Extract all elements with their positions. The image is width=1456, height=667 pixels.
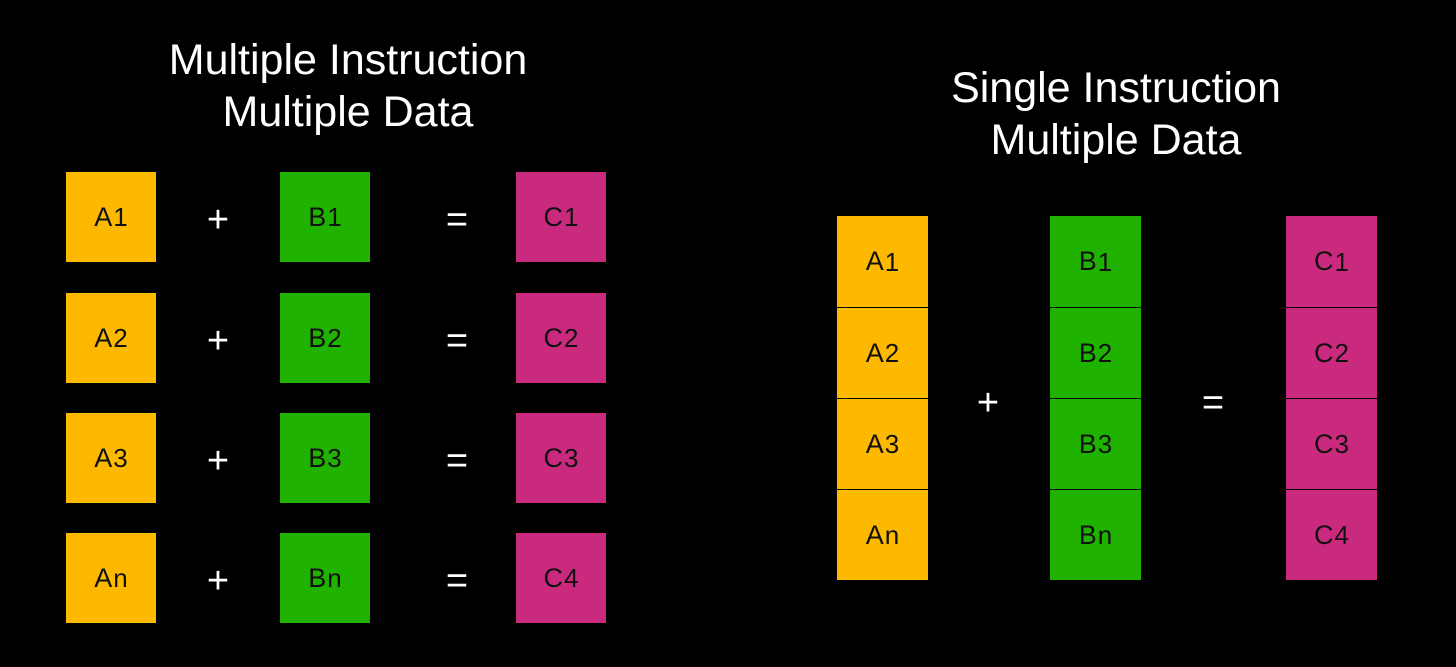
cell-letter: B — [308, 442, 327, 473]
mimd-plus: + — [206, 440, 230, 482]
cell-letter: C — [1314, 337, 1334, 368]
cell-letter: A — [865, 337, 884, 368]
cell-letter: C — [543, 562, 564, 593]
cell-letter: B — [308, 322, 327, 353]
cell-letter: C — [543, 442, 564, 473]
cell-letter: B — [1078, 428, 1097, 459]
simd-equals: = — [1201, 382, 1225, 424]
mimd-equals: = — [445, 560, 469, 602]
cell-letter: C — [1314, 428, 1334, 459]
mimd-title-line1: Multiple Instruction — [168, 36, 528, 84]
simd-title-line1: Single Instruction — [951, 64, 1281, 112]
mimd-plus: + — [206, 560, 230, 602]
mimd-title-line2: Multiple Data — [222, 88, 474, 136]
mimd-equals: = — [445, 320, 469, 362]
cell-letter: B — [308, 201, 327, 232]
cell-letter: A — [94, 562, 113, 593]
mimd-equals: = — [445, 199, 469, 241]
cell-letter: A — [865, 519, 884, 550]
cell-letter: A — [865, 428, 884, 459]
mimd-plus: + — [206, 199, 230, 241]
cell-letter: A — [94, 322, 113, 353]
mimd-equals: = — [445, 440, 469, 482]
simd-title-line2: Multiple Data — [990, 116, 1242, 164]
cell-letter: B — [1078, 246, 1097, 276]
cell-letter: C — [1314, 246, 1334, 276]
cell-letter: C — [543, 322, 564, 353]
cell-letter: B — [1078, 337, 1097, 368]
mimd-title: Multiple Instruction Multiple Data — [148, 34, 548, 138]
cell-letter: A — [94, 442, 113, 473]
cell-letter: B — [1078, 519, 1097, 550]
simd-plus: + — [976, 382, 1000, 424]
mimd-plus: + — [206, 320, 230, 362]
simd-title: Single Instruction Multiple Data — [916, 62, 1316, 166]
cell-letter: A — [865, 246, 884, 276]
cell-letter: C — [543, 201, 564, 232]
cell-letter: B — [308, 562, 327, 593]
cell-letter: C — [1314, 519, 1334, 550]
cell-letter: A — [94, 201, 113, 232]
